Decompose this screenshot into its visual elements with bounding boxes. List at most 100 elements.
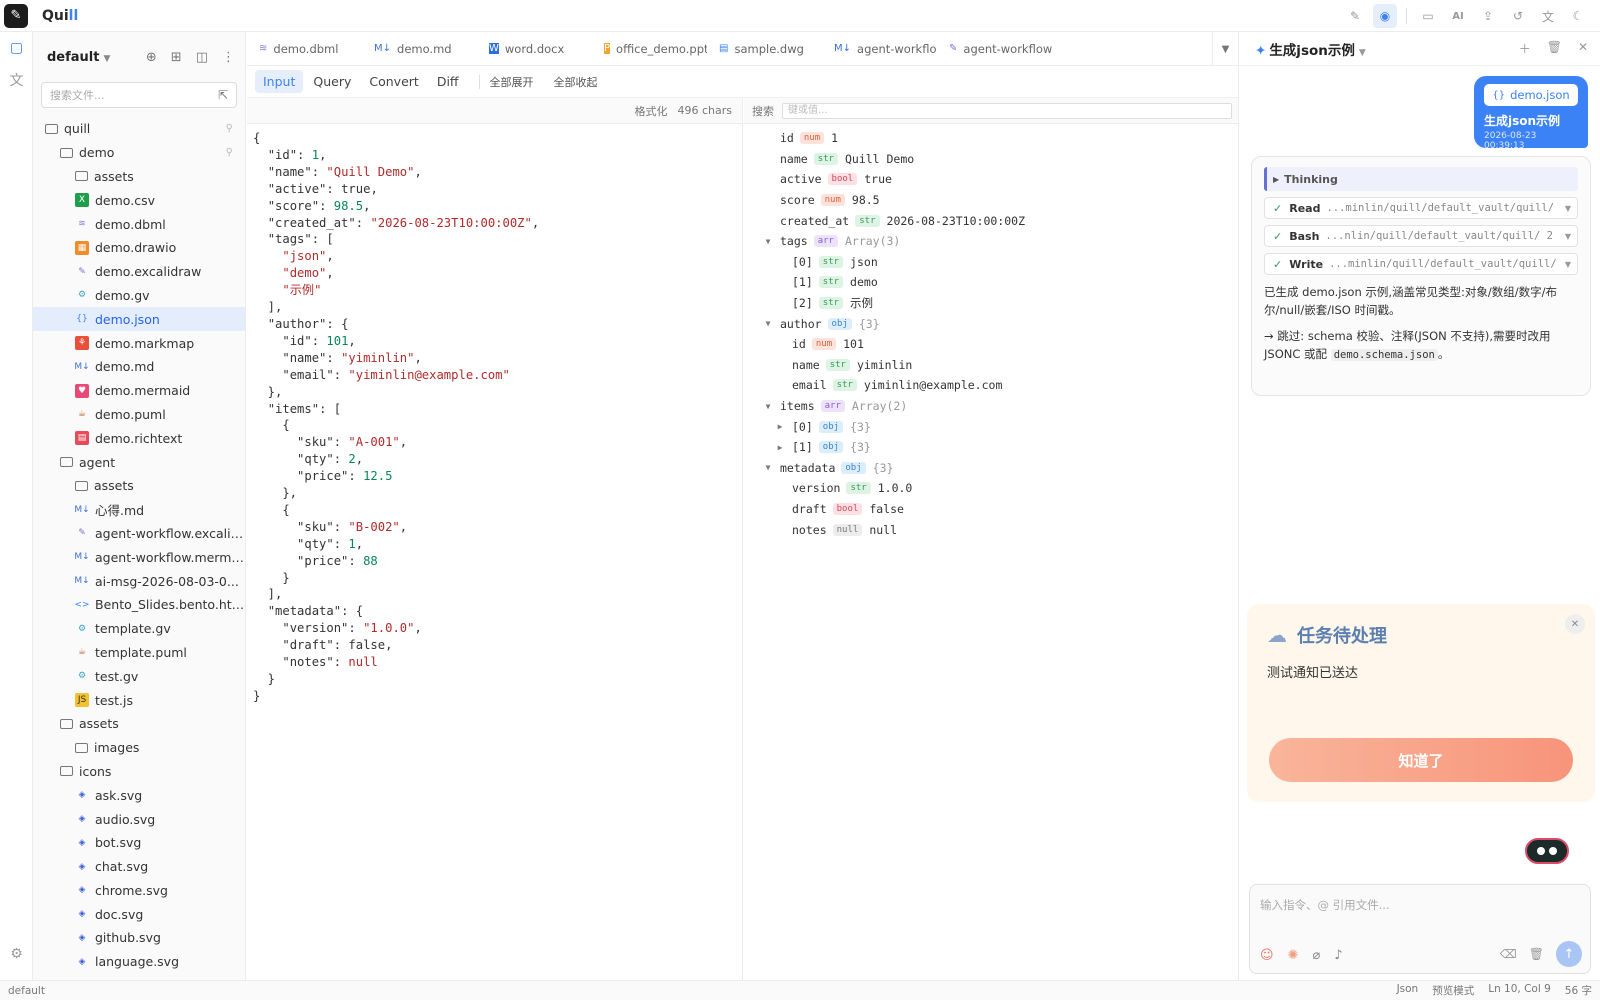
new-chat-plus-icon[interactable]: ＋ xyxy=(1518,42,1531,56)
upload-icon[interactable]: ⇪ xyxy=(1482,9,1494,23)
dark-mode-icon[interactable]: ☾ xyxy=(1572,9,1584,23)
tree-file[interactable]: M↓心得.md xyxy=(33,498,245,522)
tree-file[interactable]: ≋demo.dbml xyxy=(33,212,245,236)
tree-file[interactable]: ◈github.svg xyxy=(33,926,245,950)
mode-tab-convert[interactable]: Convert xyxy=(369,74,419,89)
tree-file[interactable]: ♥demo.mermaid xyxy=(33,379,245,403)
tree-file[interactable]: M↓agent-workflow.mermaid xyxy=(33,545,245,569)
tree-node[interactable]: ▶[0]obj{3} xyxy=(744,416,1238,437)
tree-file[interactable]: ✎agent-workflow.excalidraw xyxy=(33,522,245,546)
delete-trash-icon[interactable]: 🗑︎ xyxy=(1546,40,1562,54)
mode-tab-input[interactable]: Input xyxy=(255,70,304,93)
tree-file[interactable]: ◈language.svg xyxy=(33,950,245,974)
tree-file[interactable]: ☕demo.puml xyxy=(33,403,245,427)
status-language[interactable]: Json xyxy=(1396,983,1419,995)
notification-close-icon[interactable]: ✕ xyxy=(1565,614,1585,634)
expand-all-button[interactable]: 全部展开 xyxy=(489,75,534,89)
tree-file[interactable]: M↓ai-msg-2026-08-03-0... xyxy=(33,569,245,593)
acknowledge-button[interactable]: 知道了 xyxy=(1269,738,1573,782)
tree-file[interactable]: ⚙demo.gv xyxy=(33,284,245,308)
tree-folder[interactable]: icons xyxy=(33,760,245,784)
tree-file[interactable]: ⚘demo.markmap xyxy=(33,331,245,355)
tree-file[interactable]: ◈audio.svg xyxy=(33,807,245,831)
explorer-folder-icon[interactable]: ▢ xyxy=(9,40,24,56)
json-code-editor[interactable]: { "id": 1, "name": "Quill Demo", "active… xyxy=(247,124,742,705)
tree-folder[interactable]: quill⚲ xyxy=(33,117,245,141)
ai-icon[interactable]: AI xyxy=(1452,10,1464,22)
tool-call-item[interactable]: ✓Write...minlin/quill/default_vault/quil… xyxy=(1264,253,1578,275)
editor-tab[interactable]: M↓agent-workflow.... xyxy=(822,42,937,56)
tree-search-input[interactable] xyxy=(782,102,1232,119)
chat-session-selector[interactable]: ✦生成json示例▼ xyxy=(1255,39,1366,59)
sparkle-effort-icon[interactable]: ✺ xyxy=(1287,948,1299,963)
tree-folder[interactable]: images xyxy=(33,736,245,760)
robot-icon[interactable]: ☺ xyxy=(1260,948,1274,963)
editor-tab[interactable]: ▤sample.dwg xyxy=(707,42,822,56)
translate-panel-icon[interactable]: 文 xyxy=(9,73,24,89)
editor-tab[interactable]: ≋demo.dbml xyxy=(247,42,362,56)
tree-file[interactable]: ✎demo.excalidraw xyxy=(33,260,245,284)
mode-tab-diff[interactable]: Diff xyxy=(436,74,459,89)
mascot-icon[interactable] xyxy=(1525,838,1569,864)
tree-file[interactable]: ☕template.puml xyxy=(33,641,245,665)
caret-right-icon[interactable]: ▶ xyxy=(777,442,783,452)
tree-file[interactable]: ▤demo.richtext xyxy=(33,426,245,450)
caret-down-icon[interactable]: ▼ xyxy=(765,236,771,246)
collapse-all-button[interactable]: 全部收起 xyxy=(553,75,598,89)
tabs-overflow-chevron-icon[interactable]: ▼ xyxy=(1212,32,1238,66)
editor-tab[interactable]: ✎agent-workflow.e... xyxy=(937,42,1052,56)
eraser-icon[interactable]: ⌫ xyxy=(1499,947,1517,961)
preview-eye-icon[interactable]: ◉ xyxy=(1373,4,1397,28)
translate-icon[interactable]: 文 xyxy=(1541,9,1554,24)
tool-call-item[interactable]: ✓Bash...nlin/quill/default_vault/quill/ … xyxy=(1264,225,1578,247)
tree-node[interactable]: ▶[1]obj{3} xyxy=(744,437,1238,458)
thinking-toggle[interactable]: ▶Thinking xyxy=(1264,167,1578,191)
settings-gear-icon[interactable]: ⚙ xyxy=(10,946,23,962)
tree-file[interactable]: ◈ask.svg xyxy=(33,783,245,807)
tree-file[interactable]: ◈chrome.svg xyxy=(33,879,245,903)
tree-folder[interactable]: agent xyxy=(33,450,245,474)
tree-file[interactable]: ◈chat.svg xyxy=(33,855,245,879)
tree-file[interactable]: ◈bot.svg xyxy=(33,831,245,855)
tree-folder[interactable]: assets xyxy=(33,712,245,736)
collapse-panel-icon[interactable]: ◫ xyxy=(195,49,208,65)
format-button[interactable]: 格式化 xyxy=(634,104,668,118)
tree-file[interactable]: ◈doc.svg xyxy=(33,902,245,926)
close-icon[interactable]: ✕ xyxy=(1577,40,1588,54)
workspace-selector[interactable]: default▼ xyxy=(47,50,110,65)
history-icon[interactable]: ↺ xyxy=(1512,9,1524,23)
tree-folder[interactable]: demo⚲ xyxy=(33,141,245,165)
terminal-icon[interactable]: ▭ xyxy=(1422,9,1434,23)
open-external-icon[interactable]: ⇱ xyxy=(217,88,228,102)
caret-down-icon[interactable]: ▼ xyxy=(765,463,771,473)
caret-right-icon[interactable]: ▶ xyxy=(777,422,783,432)
pin-icon[interactable]: ⚲ xyxy=(225,123,233,135)
attach-paperclip-icon[interactable]: ⌀ xyxy=(1312,948,1321,963)
mode-tab-query[interactable]: Query xyxy=(313,74,352,89)
tree-folder[interactable]: assets xyxy=(33,165,245,189)
status-mode[interactable]: 预览模式 xyxy=(1432,985,1475,997)
edit-icon[interactable]: ✎ xyxy=(1349,9,1361,23)
pin-icon[interactable]: ⚲ xyxy=(225,147,233,159)
caret-down-icon[interactable]: ▼ xyxy=(765,401,771,411)
tool-call-item[interactable]: ✓Read...minlin/quill/default_vault/quill… xyxy=(1264,197,1578,219)
tree-file[interactable]: ⚙template.gv xyxy=(33,617,245,641)
tree-file[interactable]: ▦demo.drawio xyxy=(33,236,245,260)
file-search-input[interactable] xyxy=(50,88,218,102)
tree-folder[interactable]: assets xyxy=(33,474,245,498)
clear-trash-icon[interactable]: 🗑︎ xyxy=(1528,947,1544,961)
caret-down-icon[interactable]: ▼ xyxy=(765,319,771,329)
new-folder-icon[interactable]: ⊞ xyxy=(170,49,182,65)
tree-file[interactable]: {}demo.json xyxy=(33,307,245,332)
more-options-icon[interactable]: ⋮ xyxy=(222,49,235,65)
tree-file[interactable]: ⚙test.gv xyxy=(33,664,245,688)
send-arrow-icon[interactable]: ↑ xyxy=(1556,941,1582,967)
